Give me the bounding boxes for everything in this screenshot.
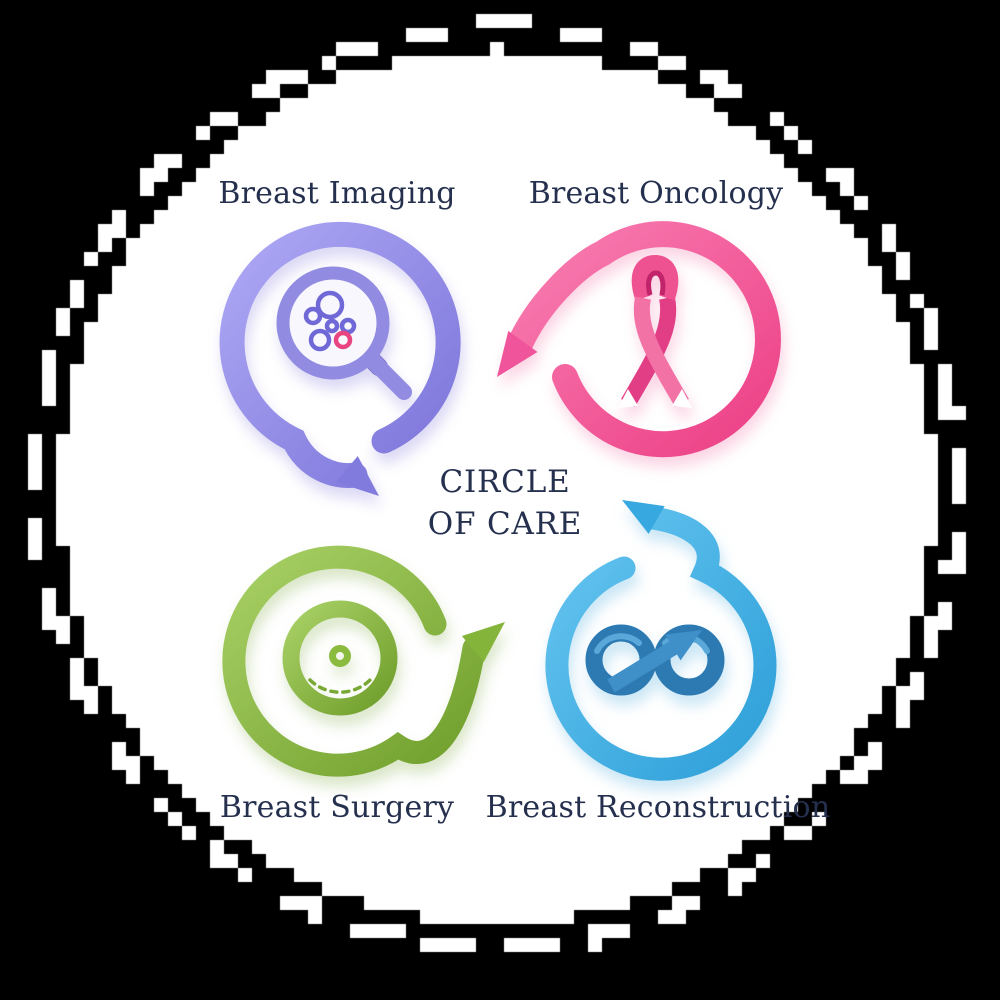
- imaging-arrowhead: [335, 455, 379, 496]
- infinity-symbol: [585, 624, 725, 696]
- reconstruction-arrowhead: [622, 500, 665, 534]
- quadrant-label-breast-oncology: Breast Oncology: [528, 176, 784, 211]
- magnifier-glass: [276, 266, 412, 400]
- surgery-loop-arrow: [222, 545, 505, 777]
- surgery-arrowhead: [461, 622, 505, 663]
- breast-symbol: [282, 600, 398, 716]
- infinity-arrow-icon: [545, 500, 777, 781]
- breast-icon: [222, 545, 505, 777]
- magnifier-cells-icon: [219, 221, 461, 496]
- center-title-line1: CIRCLE: [439, 464, 571, 500]
- infinity-arrowhead: [665, 630, 702, 661]
- quadrant-label-breast-reconstruction: Breast Reconstruction: [485, 790, 831, 825]
- cells-cluster: [303, 290, 357, 352]
- quadrant-label-breast-imaging: Breast Imaging: [218, 176, 456, 211]
- incision-dashed-line: [308, 678, 372, 694]
- quadrant-label-breast-surgery: Breast Surgery: [219, 790, 455, 825]
- oncology-loop-arrow: [497, 221, 781, 458]
- awareness-ribbon-icon: [497, 221, 781, 458]
- abnormal-cell: [333, 330, 353, 350]
- nipple-dot: [329, 645, 351, 667]
- center-title: CIRCLE OF CARE: [428, 461, 582, 545]
- pink-ribbon: [618, 254, 692, 408]
- reconstruction-loop-arrow: [545, 500, 777, 781]
- imaging-loop-arrow: [219, 221, 461, 496]
- center-title-line2: OF CARE: [427, 506, 583, 542]
- oncology-arrowhead: [497, 330, 538, 377]
